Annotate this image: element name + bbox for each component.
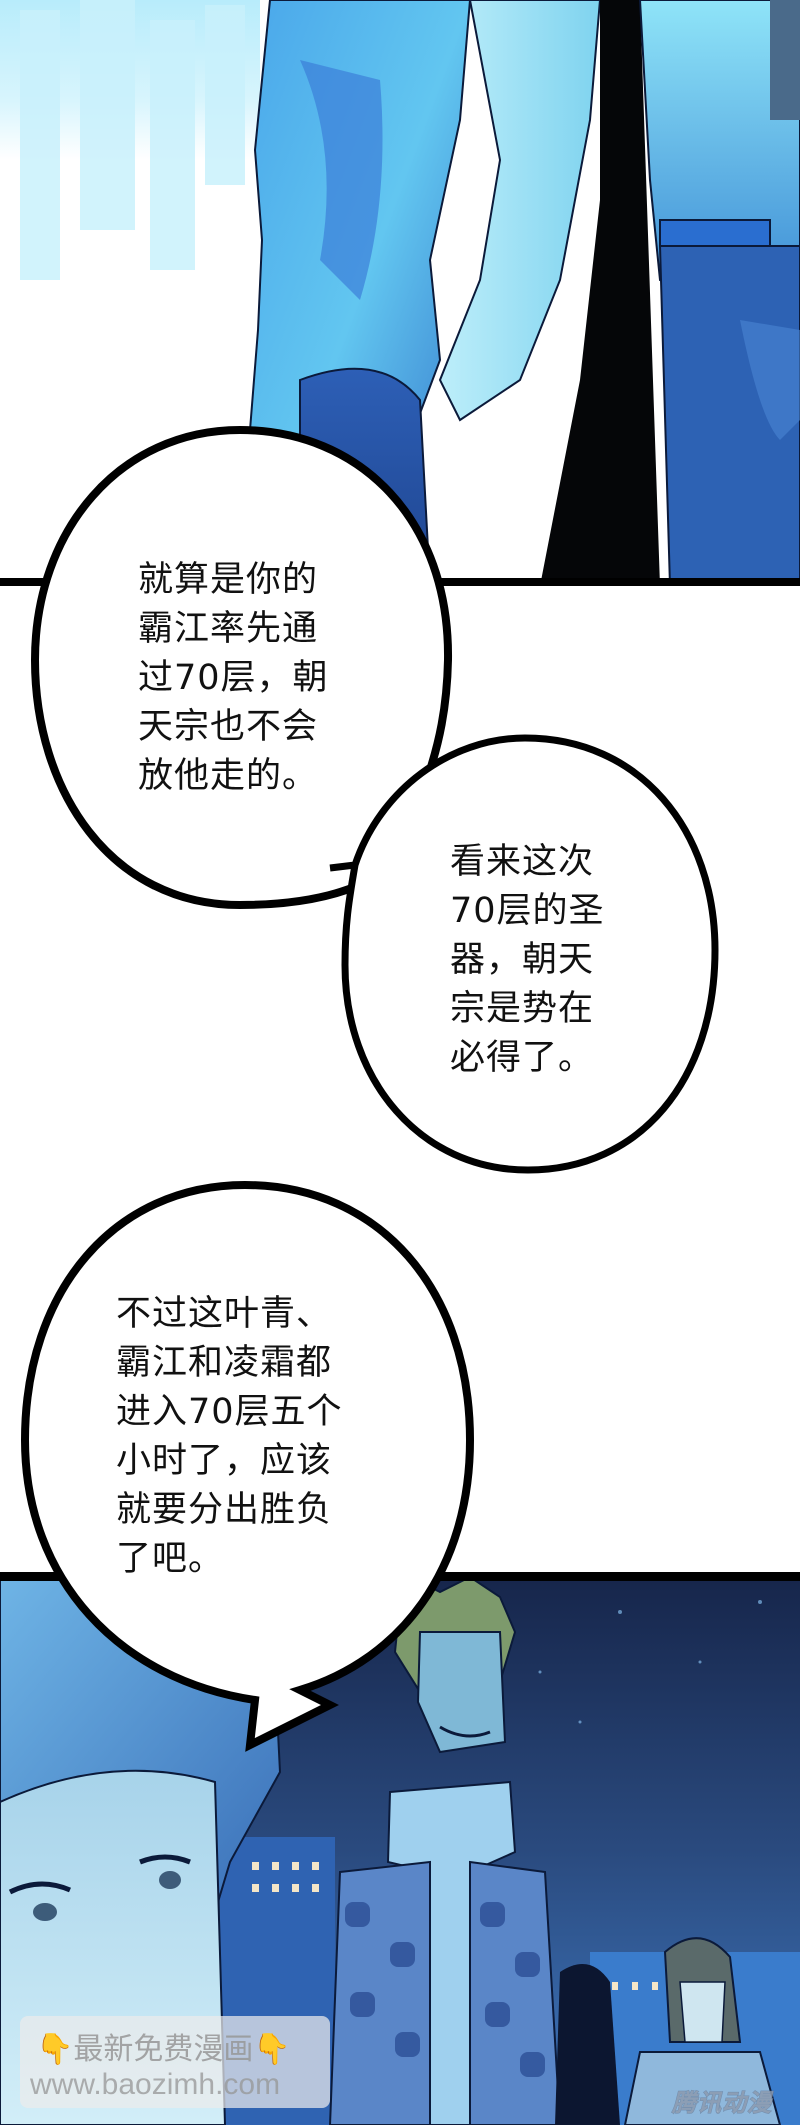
- watermark-title: 最新免费漫画: [73, 2032, 254, 2067]
- bubble-3-text: 不过这叶青、 霸江和凌霜都 进入70层五个 小时了，应该 就要分出胜负 了吧。: [116, 1294, 343, 1579]
- bubble-1-text: 就算是你的 霸江率先通 过70层，朝 天宗也不会 放他走的。: [138, 560, 329, 796]
- watermark-banner[interactable]: 👇最新免费漫画👇 www.baozimh.com: [20, 2016, 330, 2108]
- speech-bubble-2: [329, 734, 719, 1174]
- panel-bottom-art: [0, 1572, 800, 2125]
- bubble-2-text: 看来这次 70层的圣 器，朝天 宗是势在 必得了。: [450, 842, 605, 1078]
- panel-bottom: [0, 1572, 800, 2125]
- pointing-down-icon: 👇: [36, 2032, 74, 2067]
- pointing-down-icon: 👇: [253, 2032, 291, 2067]
- watermark-title-row: 👇最新免费漫画👇: [36, 2024, 291, 2068]
- publisher-logo: 腾讯动漫: [672, 2089, 772, 2118]
- speech-bubble-3: [20, 1180, 475, 1752]
- watermark-url[interactable]: www.baozimh.com: [30, 2068, 281, 2101]
